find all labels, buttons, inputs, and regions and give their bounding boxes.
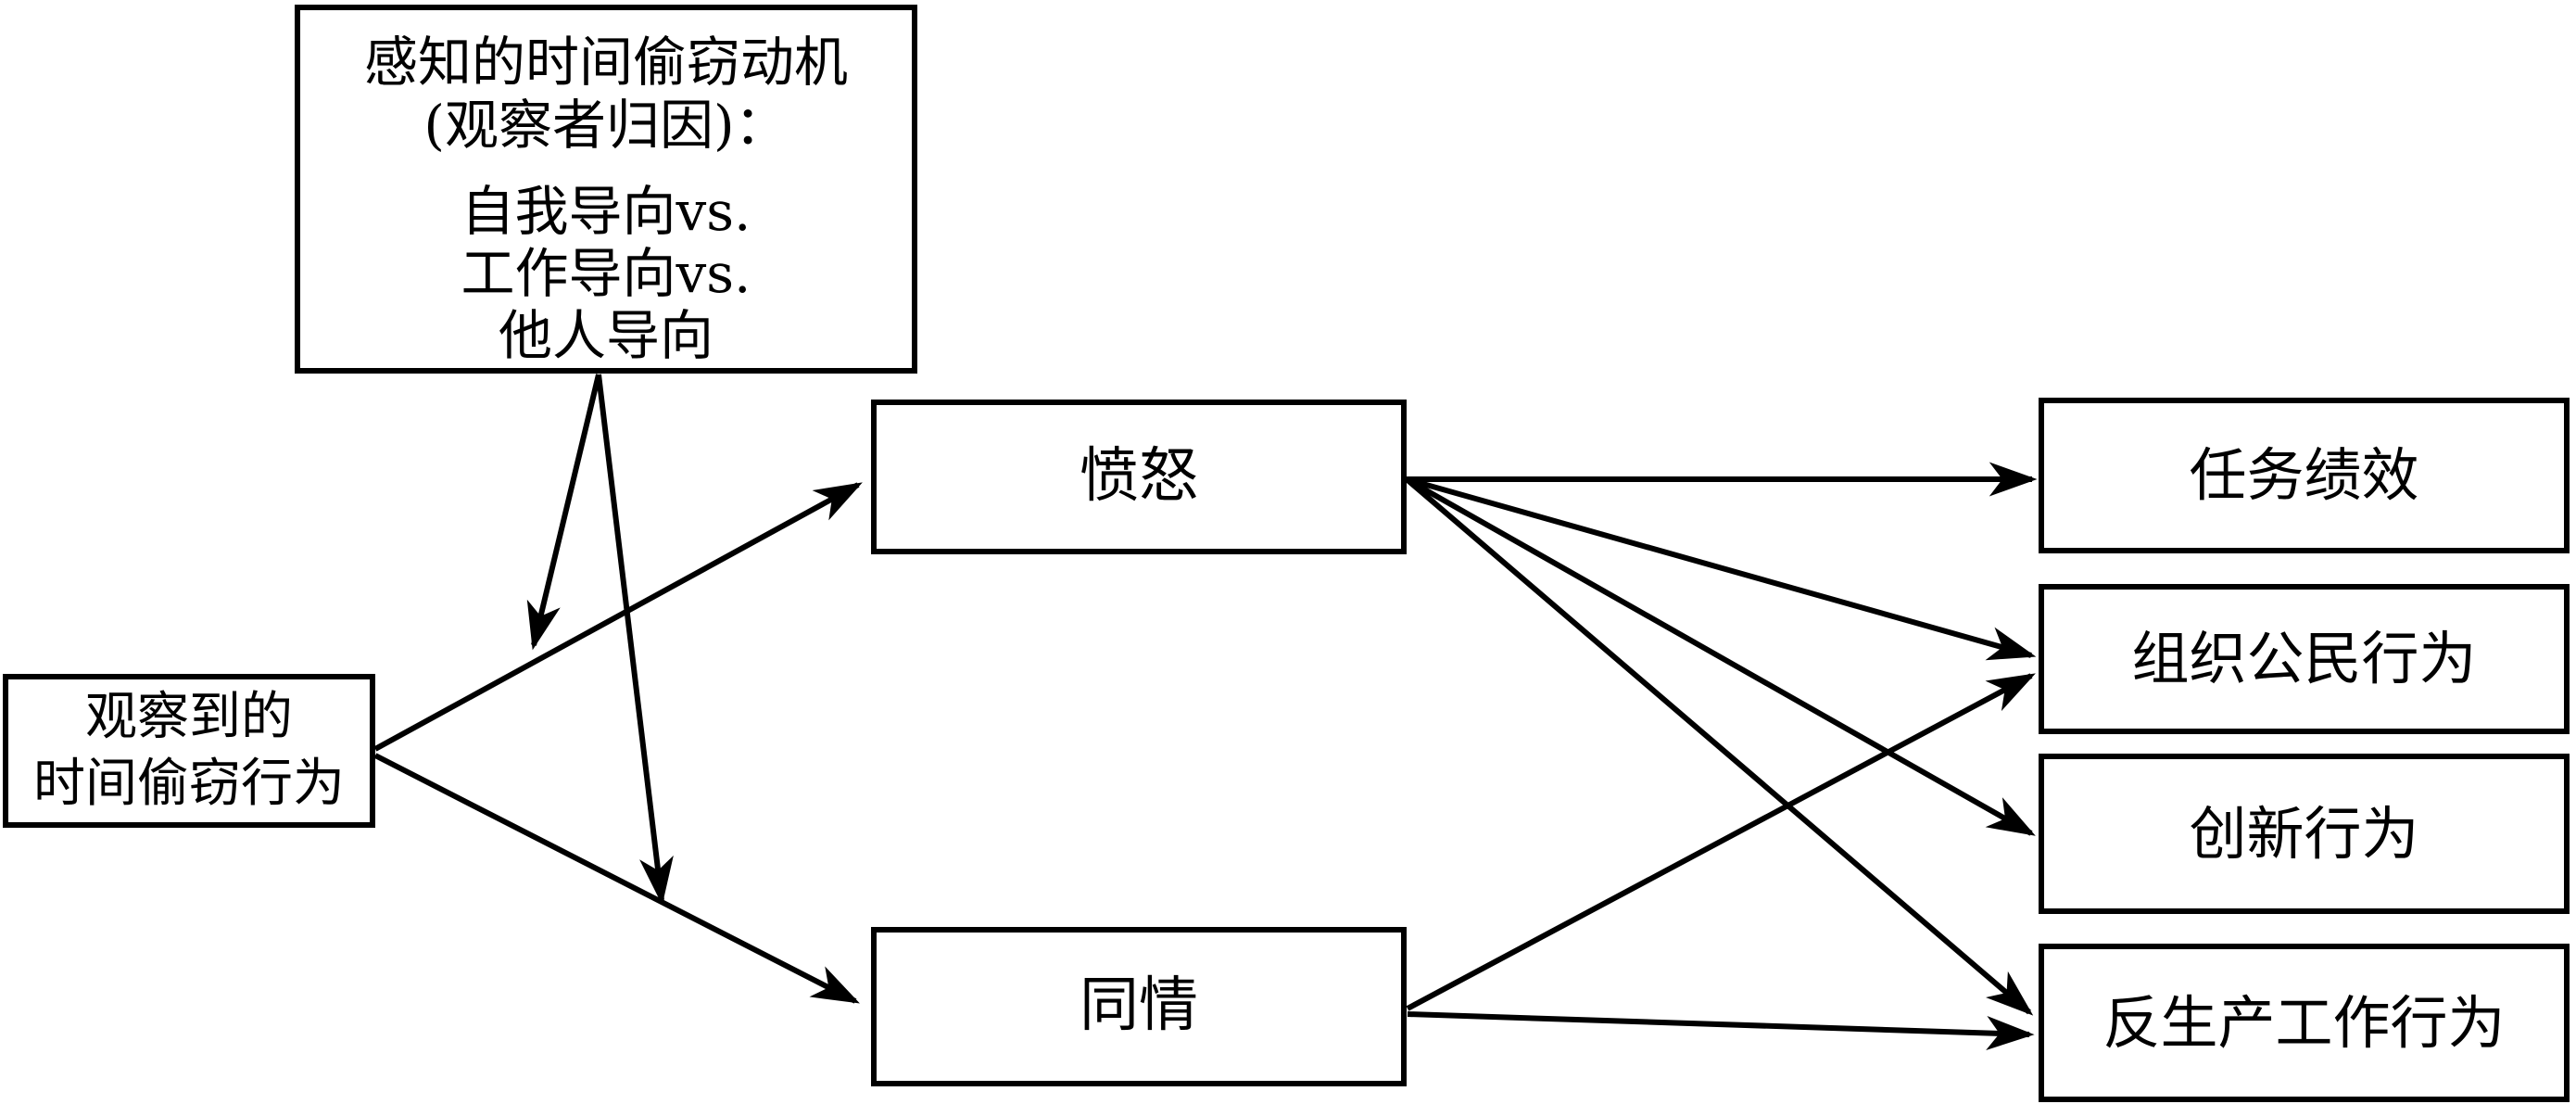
perceived-motive-title-line1: 感知的时间偷窃动机	[363, 31, 848, 94]
arrow-observed-to-sympathy	[373, 753, 860, 1004]
node-cwb: 反生产工作行为	[2039, 944, 2570, 1102]
arrow-anger-to-ocb	[1406, 476, 2037, 661]
arrow-anger-to-cwb	[1405, 476, 2034, 1016]
anger-label: 愤怒	[1080, 441, 1198, 511]
arrow-anger-to-innovation	[1405, 476, 2036, 836]
arrow-sympathy-to-cwb	[1407, 1011, 2035, 1050]
cwb-label: 反生产工作行为	[2102, 988, 2506, 1057]
arrow-motive-moderates-anger-path	[526, 374, 601, 651]
node-task-performance: 任务绩效	[2039, 398, 2570, 553]
perceived-motive-title: 感知的时间偷窃动机 (观察者归因)：	[364, 31, 848, 157]
task-performance-label: 任务绩效	[2189, 441, 2419, 510]
perceived-motive-title-line2: (观察者归因)：	[423, 94, 789, 157]
perceived-motive-options: 自我导向vs. 工作导向vs. 他人导向	[461, 181, 751, 367]
arrow-motive-moderates-sympathy-path	[596, 374, 674, 906]
node-perceived-motive: 感知的时间偷窃动机 (观察者归因)： 自我导向vs. 工作导向vs. 他人导向	[295, 5, 917, 374]
node-observed-behavior: 观察到的 时间偷窃行为	[3, 674, 375, 828]
perceived-motive-option-self: 自我导向vs.	[461, 180, 751, 243]
node-ocb: 组织公民行为	[2039, 584, 2570, 734]
node-innovation: 创新行为	[2039, 754, 2570, 914]
arrow-sympathy-to-ocb	[1406, 673, 2036, 1011]
arrow-observed-to-anger	[373, 482, 863, 752]
perceived-motive-option-other: 他人导向	[498, 304, 713, 367]
ocb-label: 组织公民行为	[2131, 625, 2477, 693]
sympathy-label: 同情	[1080, 971, 1198, 1041]
observed-behavior-line1: 观察到的	[85, 687, 293, 747]
node-sympathy: 同情	[871, 927, 1407, 1086]
perceived-motive-option-work: 工作导向vs.	[461, 242, 751, 305]
node-anger: 愤怒	[871, 400, 1407, 554]
innovation-label: 创新行为	[2189, 799, 2419, 868]
observed-behavior-line2: 时间偷窃行为	[33, 754, 345, 814]
